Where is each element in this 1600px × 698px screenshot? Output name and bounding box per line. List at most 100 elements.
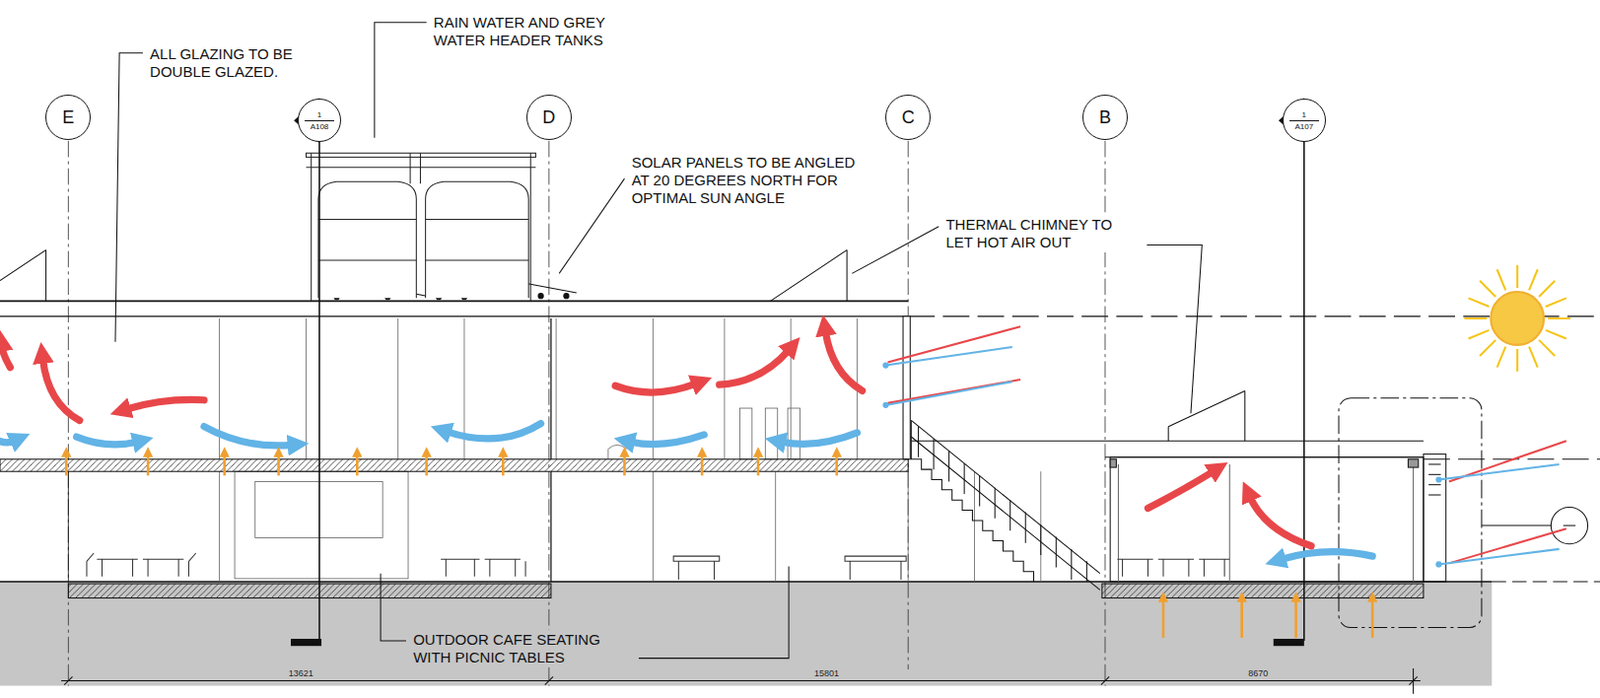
walls [550, 318, 552, 460]
hot-air-arrows [1147, 471, 1213, 508]
water-tanks [318, 259, 417, 261]
furniture [1116, 558, 1230, 577]
cafe-pavilion [1550, 506, 1588, 544]
sun-rays [1438, 549, 1559, 565]
annotation: SOLAR PANELS TO BE ANGLED AT 20 DEGREES … [629, 152, 867, 209]
cool-air-arrows [0, 423, 1373, 560]
heat-rise-arrows [757, 455, 761, 477]
cafe-pavilion [1481, 525, 1551, 527]
cafe-pavilion [1117, 464, 1119, 582]
stair [1040, 524, 1042, 556]
roof [45, 250, 47, 302]
stair [910, 419, 1034, 582]
walls [1040, 471, 1042, 582]
heat-rise-arrows [1162, 600, 1166, 638]
cafe-pavilion [1412, 464, 1414, 582]
annotation: ALL GLAZING TO BE DOUBLE GLAZED. [147, 44, 328, 82]
heat-rise-arrows [501, 455, 505, 477]
walls [739, 408, 752, 460]
section-cut-lines [290, 638, 322, 646]
stair [1009, 499, 1011, 531]
furniture [86, 553, 1230, 580]
heat-rise-arrows [355, 455, 359, 477]
hot-air-arrows [1250, 496, 1312, 547]
walls [787, 408, 800, 460]
floor-slabs [0, 459, 908, 472]
stair [964, 463, 966, 494]
stair [910, 419, 1100, 590]
cool-air-arrows [0, 438, 14, 443]
dimension-value: 13621 [286, 668, 316, 679]
water-tanks [425, 181, 530, 298]
water-tanks [425, 218, 530, 220]
heat-rise-arrows [623, 455, 627, 477]
sun-rays [885, 326, 1566, 564]
walls [218, 471, 220, 582]
heat-rise-arrows [700, 455, 704, 477]
annotation: OUTDOOR CAFE SEATING WITH PICNIC TABLES [411, 629, 637, 668]
cool-air-arrows [76, 436, 138, 445]
dimension-value: 8670 [1246, 668, 1270, 679]
cool-air-arrows [630, 434, 705, 445]
cafe-pavilion [910, 440, 1424, 442]
furniture [142, 553, 197, 577]
heat-rise-arrows [146, 455, 150, 477]
sun-rays [1438, 464, 1559, 481]
walls [68, 471, 70, 582]
cafe-pavilion [1338, 398, 1482, 628]
annotation: THERMAL CHIMNEY TO LET HOT AIR OUT [943, 214, 1145, 253]
heat-rise-arrows [424, 455, 428, 477]
grid-bubble: C [885, 94, 931, 140]
roof [538, 293, 544, 299]
roof [769, 250, 847, 302]
grid-label: E [62, 108, 74, 127]
hot-air-arrows [126, 399, 205, 410]
cafe-pavilion [1428, 474, 1441, 476]
hot-air-arrows [1, 347, 10, 368]
annotation: RAIN WATER AND GREY WATER HEADER TANKS [431, 12, 655, 51]
walls [790, 318, 792, 460]
leader-lines [374, 22, 427, 139]
walls [68, 318, 1041, 582]
leader-lines [1146, 244, 1202, 414]
dimension-line [61, 680, 1421, 682]
grid-label: B [1099, 108, 1112, 127]
sun-rays [888, 326, 1022, 362]
walls [765, 408, 777, 460]
section-cut-lines [318, 122, 321, 641]
furniture [673, 556, 720, 580]
dimension-line [1101, 676, 1110, 685]
leader-lines [115, 53, 143, 343]
grid-bubble: B [1082, 94, 1128, 140]
roof [846, 250, 848, 302]
cafe-pavilion [1563, 525, 1576, 527]
cool-air-arrows [1281, 552, 1373, 560]
furniture [440, 558, 526, 577]
section-cut-lines [290, 97, 1305, 646]
cafe-pavilion [1244, 390, 1246, 441]
ground [0, 581, 1600, 687]
floor-slabs [68, 583, 552, 598]
stair [978, 475, 980, 506]
section-cut-lines [1303, 122, 1306, 641]
sun-rays [885, 381, 1012, 406]
leader-lines [851, 226, 939, 275]
roof [563, 293, 569, 299]
water-tanks [318, 218, 417, 220]
cafe-pavilion [1168, 426, 1170, 441]
heat-rise-arrows [65, 455, 69, 477]
cafe-pavilion [1428, 463, 1441, 465]
section-marker: 1A108 [297, 98, 342, 142]
section-divider [304, 120, 335, 122]
water-tanks [419, 152, 421, 184]
water-tanks [410, 152, 412, 184]
hot-air-arrows [1, 331, 1312, 546]
section-number: 1 [1302, 110, 1307, 120]
roof [903, 316, 910, 460]
stair [917, 426, 919, 458]
hot-air-arrows [42, 358, 79, 420]
dimension-line [64, 676, 72, 685]
cafe-pavilion [1168, 390, 1246, 426]
sun-rays [1449, 528, 1567, 563]
